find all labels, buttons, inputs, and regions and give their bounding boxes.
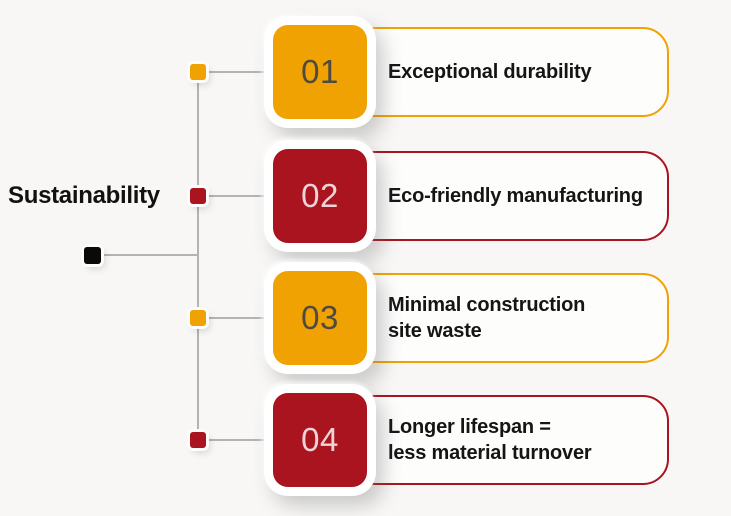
- number-label: 04: [301, 421, 339, 458]
- row-connector-line: [205, 439, 271, 441]
- timeline-node-square: [190, 64, 206, 80]
- row-connector-line: [205, 317, 271, 319]
- feature-label: Longer lifespan = less material turnover: [388, 416, 592, 464]
- diagram-title: Sustainability: [8, 182, 160, 209]
- timeline-vertical-line: [197, 72, 199, 440]
- number-label: 03: [301, 299, 339, 336]
- row-connector-line: [205, 71, 271, 73]
- number-tile: 02: [264, 140, 376, 252]
- timeline-node-square: [190, 310, 206, 326]
- timeline-node-square: [190, 432, 206, 448]
- feature-label: Eco-friendly manufacturing: [388, 185, 643, 207]
- feature-card: Longer lifespan = less material turnover: [340, 395, 669, 485]
- root-node-square: [84, 247, 101, 264]
- root-connector-line: [101, 254, 197, 256]
- number-label: 01: [301, 53, 339, 90]
- feature-card: Exceptional durability: [340, 27, 669, 117]
- number-tile: 03: [264, 262, 376, 374]
- feature-card: Eco-friendly manufacturing: [340, 151, 669, 241]
- number-tile-face: 04: [273, 393, 367, 487]
- number-tile-face: 03: [273, 271, 367, 365]
- feature-label: Minimal construction site waste: [388, 294, 586, 342]
- number-tile: 01: [264, 16, 376, 128]
- feature-label: Exceptional durability: [388, 61, 592, 83]
- row-connector-line: [205, 195, 271, 197]
- number-tile: 04: [264, 384, 376, 496]
- timeline-node-square: [190, 188, 206, 204]
- number-tile-face: 01: [273, 25, 367, 119]
- number-label: 02: [301, 177, 339, 214]
- number-tile-face: 02: [273, 149, 367, 243]
- feature-card: Minimal construction site waste: [340, 273, 669, 363]
